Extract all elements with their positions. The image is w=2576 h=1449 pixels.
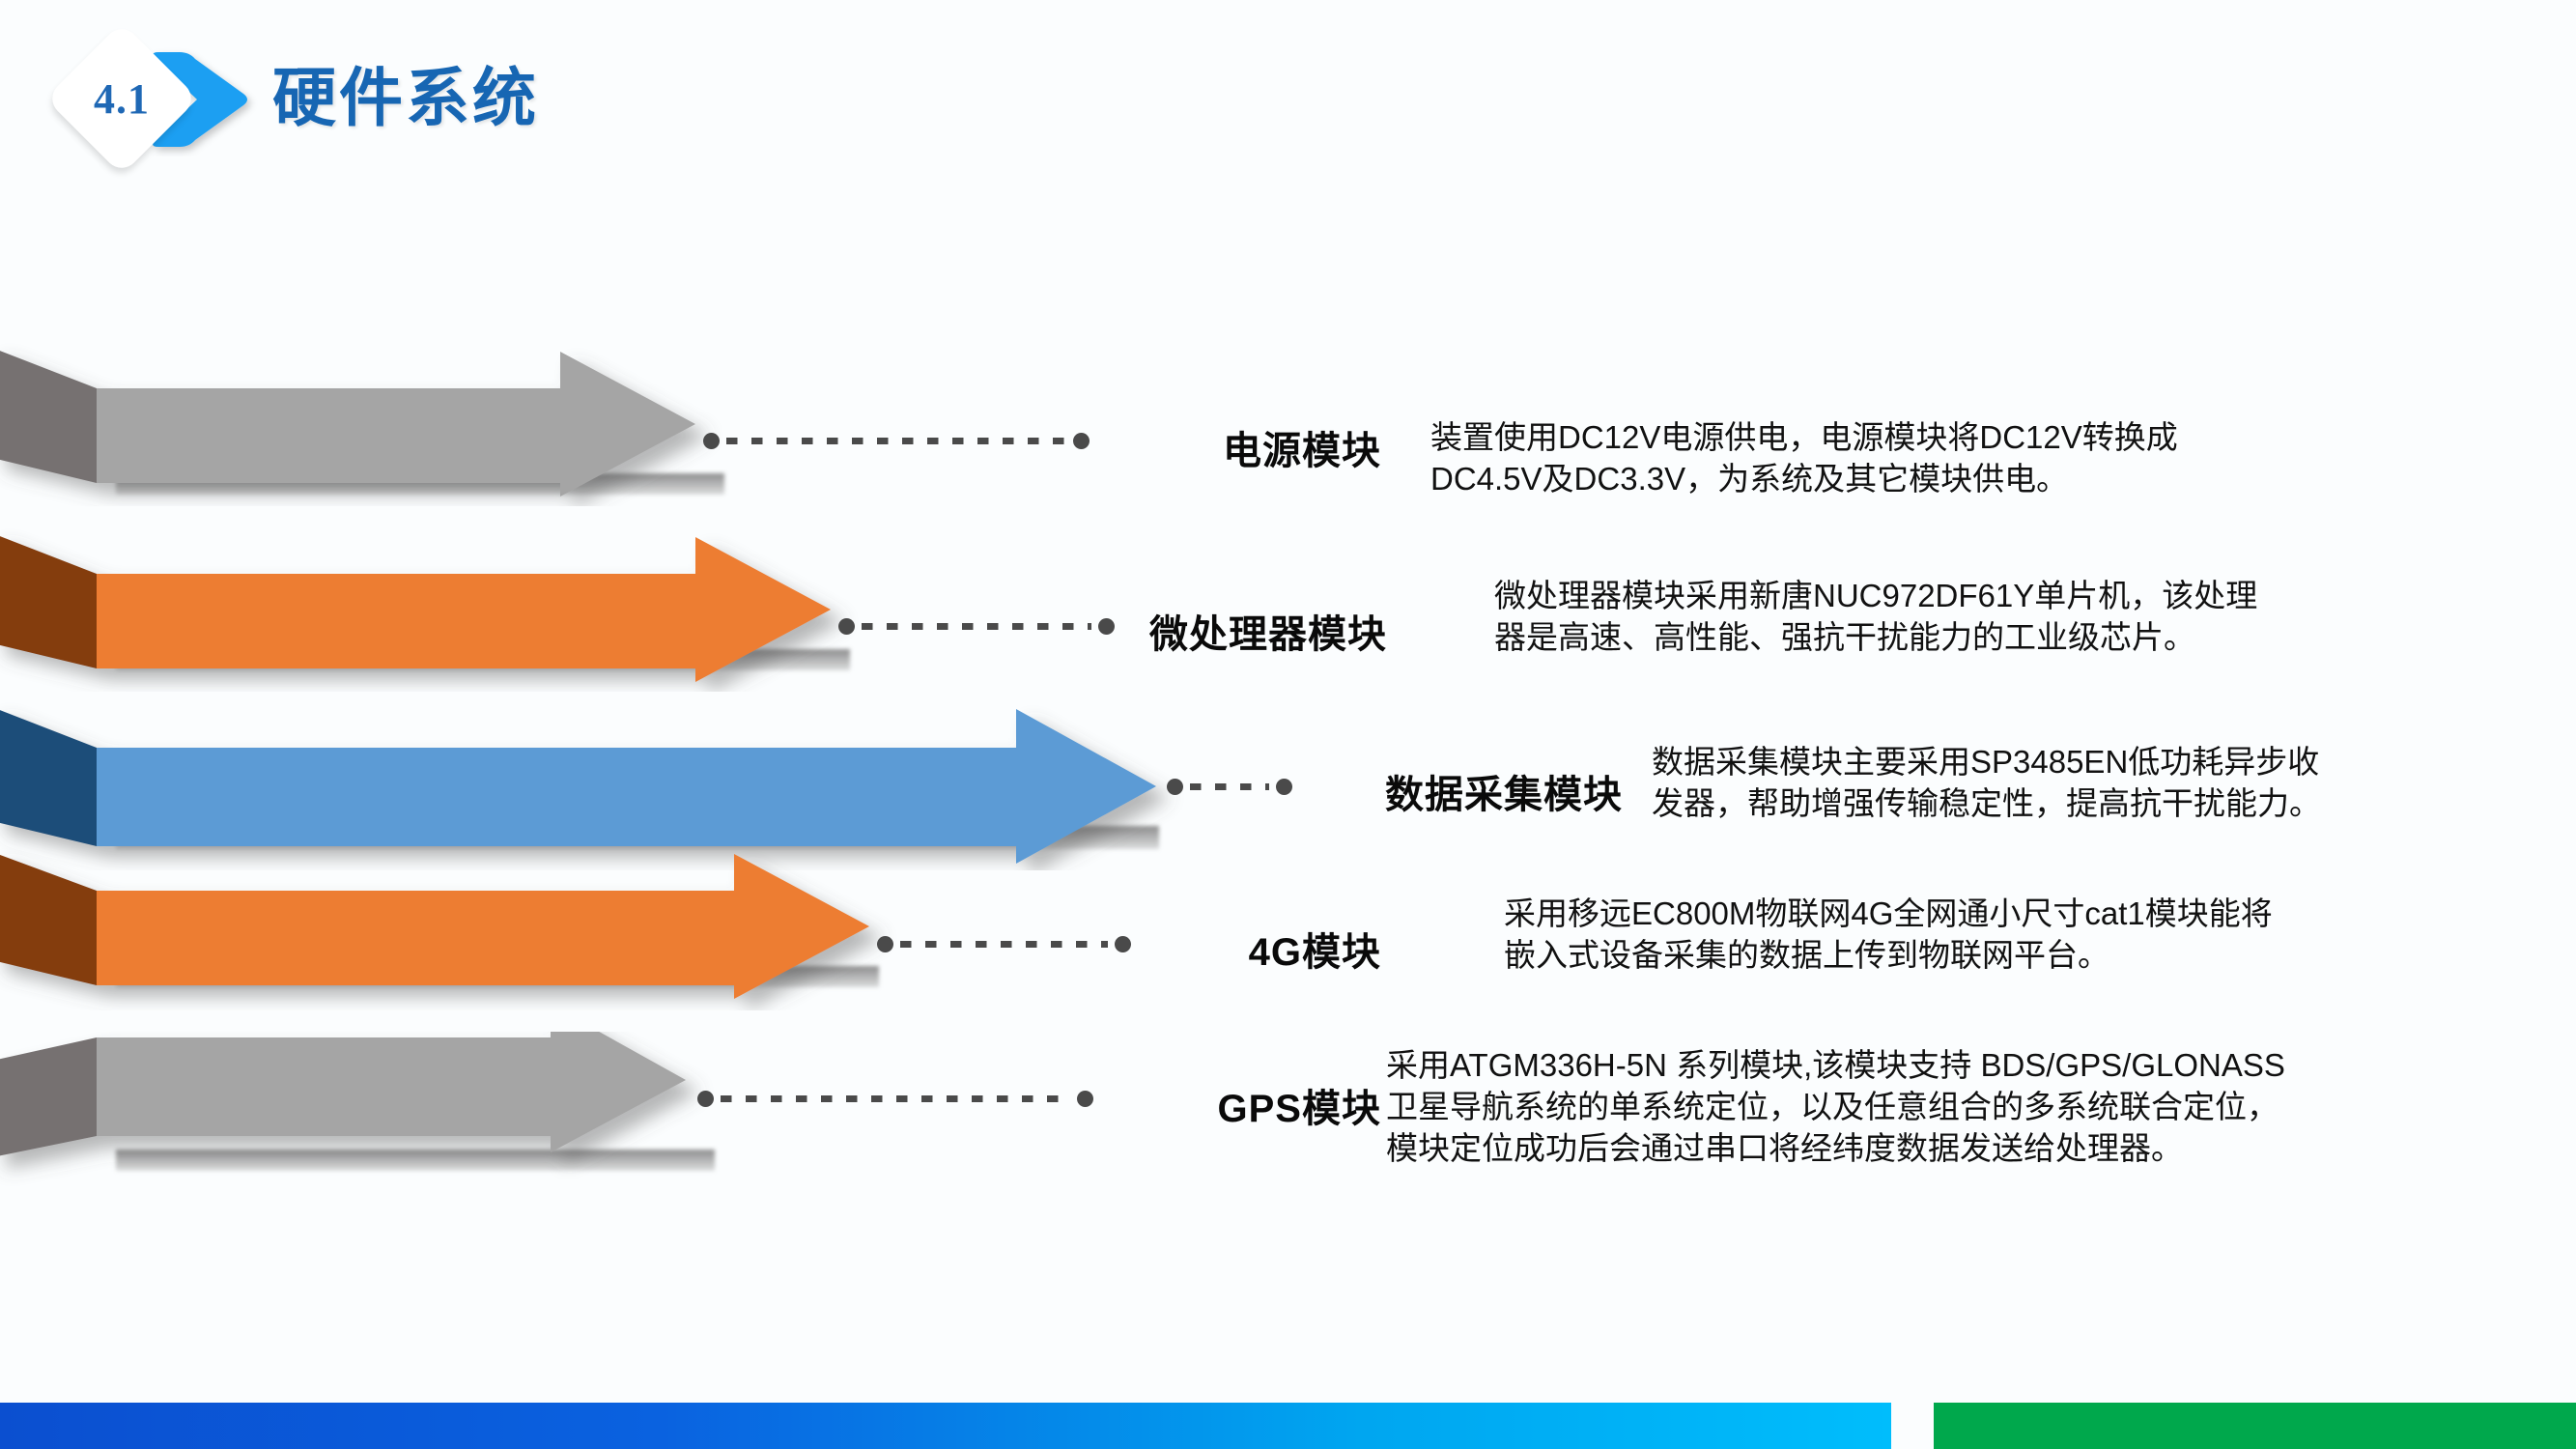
right-arrow-icon: [0, 342, 726, 506]
connector-dot-start: [838, 617, 855, 635]
connector-dot-end: [1098, 617, 1115, 635]
section-badge: 4.1: [44, 21, 280, 176]
connector-line: [838, 617, 1115, 635]
connector-dashes: [1190, 782, 1269, 790]
module-label: 4G模块: [1248, 931, 1381, 974]
right-arrow-icon: [0, 701, 1190, 870]
connector-line: [1167, 778, 1292, 795]
connector-dot-end: [1073, 432, 1090, 449]
connector-dot-end: [1115, 935, 1131, 952]
slide-header: 4.1 硬件系统: [0, 0, 2576, 203]
module-label: 微处理器模块: [1149, 613, 1387, 656]
connector-dashes: [862, 622, 1091, 630]
module-description: 采用ATGM336H-5N 系列模块,该模块支持 BDS/GPS/GLONASS…: [1386, 1047, 2285, 1166]
connector-line: [877, 935, 1131, 952]
right-arrow-icon: [0, 527, 862, 692]
connector-dot-end: [1077, 1090, 1093, 1107]
connector-dashes: [721, 1094, 1070, 1102]
connector-dashes: [726, 437, 1066, 444]
module-label: 数据采集模块: [1385, 774, 1623, 816]
connector-dot-start: [697, 1090, 714, 1107]
connector-dot-start: [703, 432, 720, 449]
connector-line: [703, 432, 1090, 449]
footer-bar-blue: [0, 1403, 1891, 1449]
right-arrow-icon: [0, 1032, 726, 1196]
right-arrow-icon: [0, 846, 900, 1010]
footer-bar-green: [1934, 1403, 2576, 1449]
module-label: GPS模块: [1217, 1088, 1381, 1130]
connector-dashes: [900, 940, 1108, 948]
page-title: 硬件系统: [272, 62, 539, 133]
connector-dot-start: [1167, 778, 1183, 795]
connector-dot-end: [1276, 778, 1292, 795]
module-description: 采用移远EC800M物联网4G全网通小尺寸cat1模块能将 嵌入式设备采集的数据…: [1504, 895, 2273, 973]
module-label: 电源模块: [1223, 430, 1381, 472]
arrow-shadow: [116, 1150, 715, 1171]
module-description: 装置使用DC12V电源供电，电源模块将DC12V转换成 DC4.5V及DC3.3…: [1430, 419, 2178, 497]
module-description: 微处理器模块采用新唐NUC972DF61Y单片机，该处理 器是高速、高性能、强抗…: [1494, 578, 2258, 655]
section-number: 4.1: [94, 74, 150, 123]
connector-dot-start: [877, 935, 893, 952]
module-description: 数据采集模块主要采用SP3485EN低功耗异步收 发器，帮助增强传输稳定性，提高…: [1652, 744, 2321, 821]
connector-line: [697, 1090, 1093, 1107]
